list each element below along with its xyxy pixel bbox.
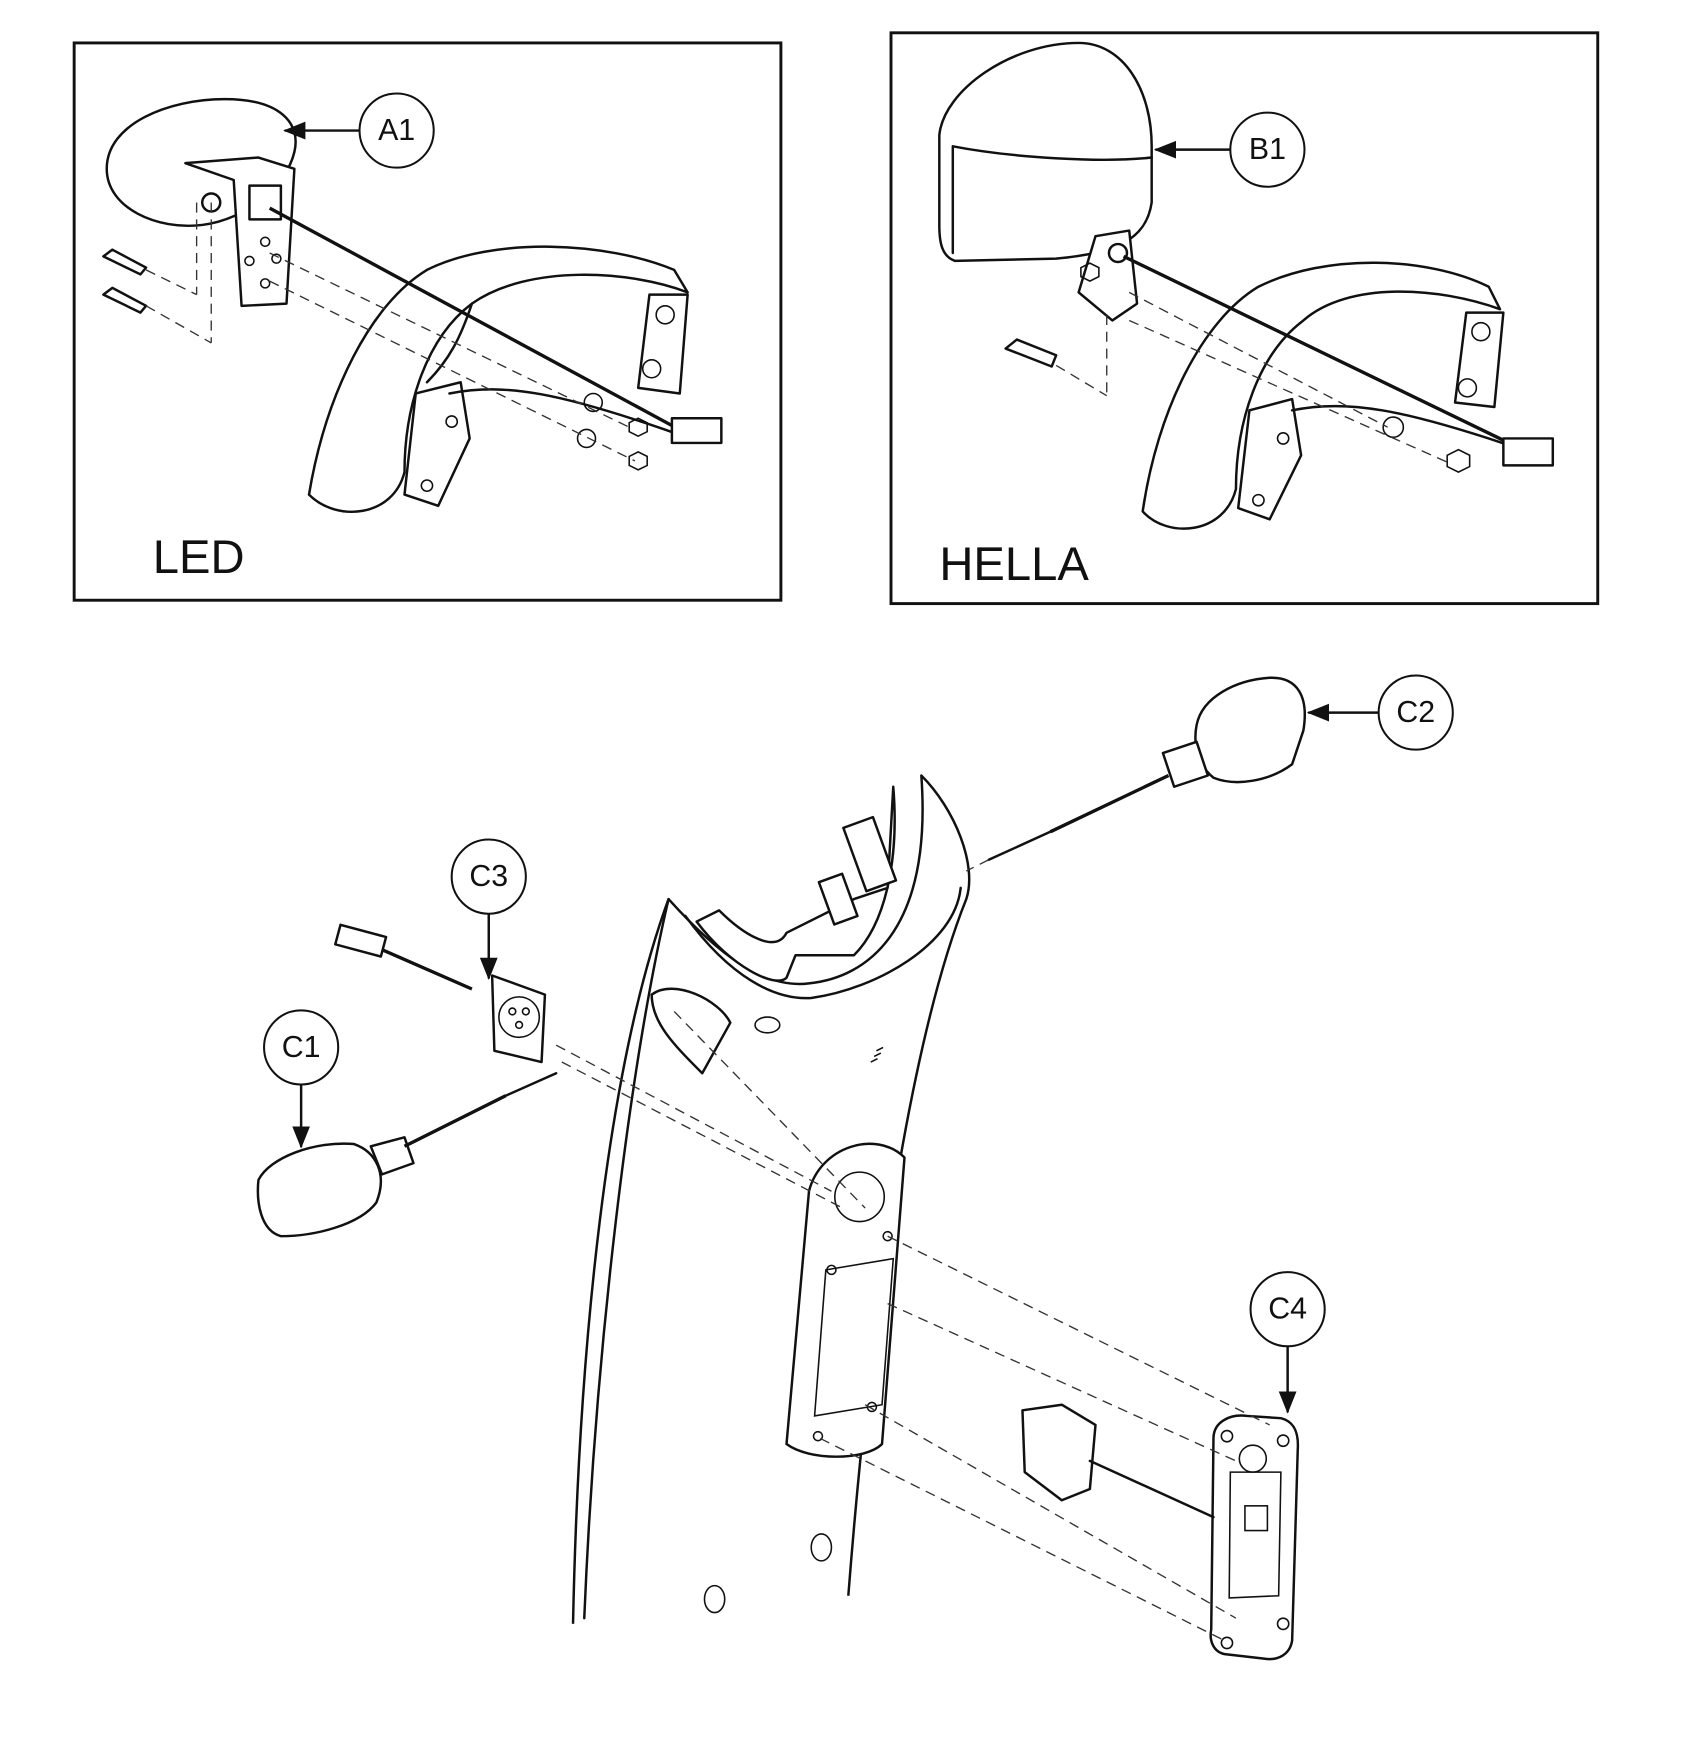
led-nuts-washers [576,392,648,471]
led-screws [102,248,148,314]
callout-b1-label: B1 [1249,133,1286,166]
hella-washer [1382,416,1405,439]
hella-bolt [1004,338,1058,368]
c1-light [256,1072,558,1238]
callout-a1-label: A1 [378,114,415,147]
callout-c3: C3 [450,838,527,980]
hella-fender [1141,261,1505,530]
led-panel-title: LED [153,531,245,584]
hella-connector [1502,437,1555,467]
callout-c1-label: C1 [282,1031,321,1064]
hella-panel-frame [889,31,1600,606]
callout-c4-label: C4 [1268,1293,1307,1326]
callout-c2: C2 [1306,674,1454,751]
c3-socket [334,923,547,1064]
callout-c1: C1 [263,1009,340,1149]
callout-c2-label: C2 [1396,696,1435,729]
led-fender [307,245,689,513]
callout-a1: A1 [283,92,435,169]
tiller-column [571,774,971,1624]
led-panel: A1 LED [72,41,783,602]
hella-panel: B1 HELLA [889,31,1600,606]
callout-c3-label: C3 [469,860,508,893]
c2-light [987,676,1306,862]
hella-headlight [938,41,1153,322]
tiller-assembly: C2 C3 C1 C4 [256,674,1454,1661]
led-connector [670,416,723,445]
hella-nut [1446,448,1471,474]
hella-panel-title: HELLA [939,538,1089,591]
callout-b1: B1 [1153,111,1306,188]
led-panel-frame [72,41,783,602]
callout-c4: C4 [1249,1271,1326,1414]
led-headlight [105,97,297,308]
c4-charger-port [1021,1403,1300,1661]
